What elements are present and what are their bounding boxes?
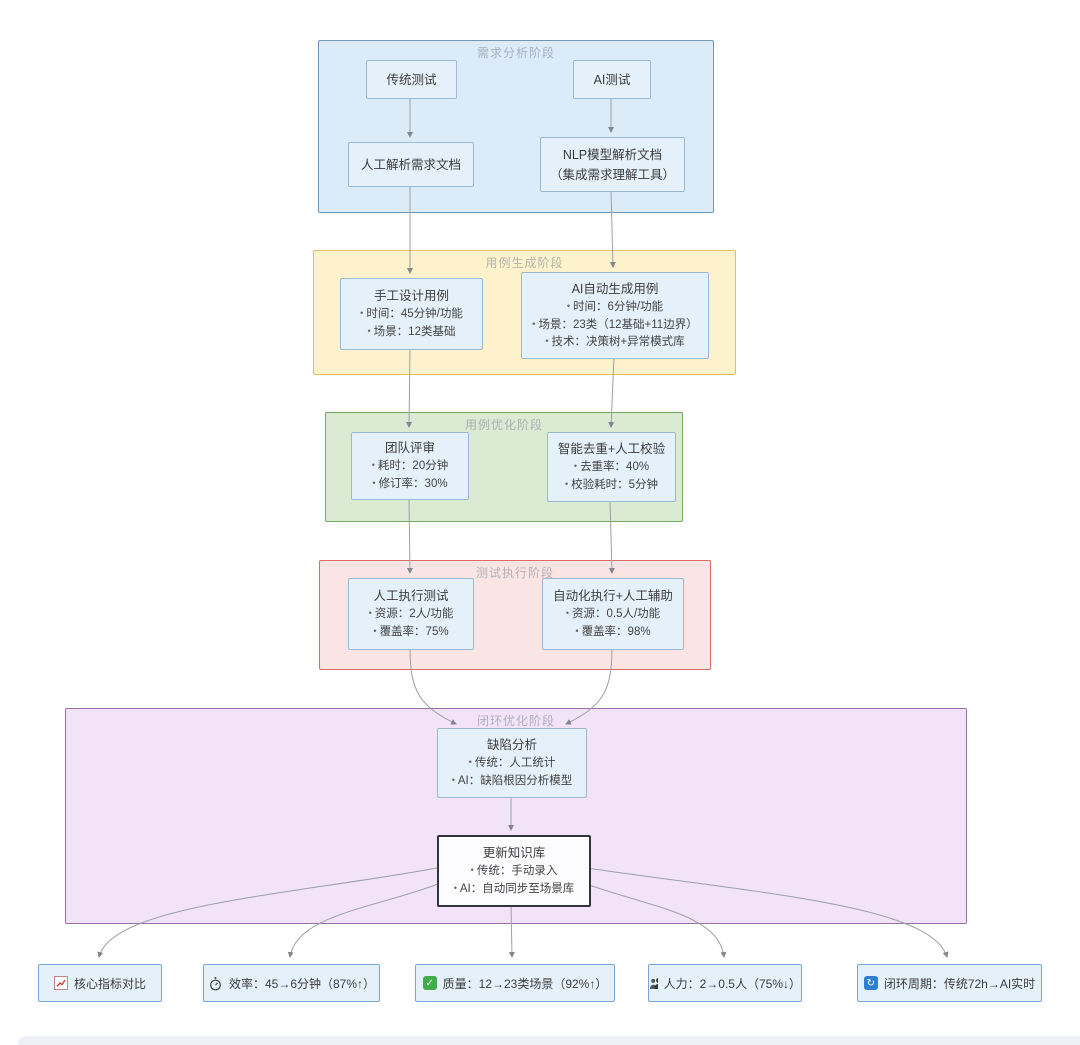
node-title: 自动化执行+人工辅助 <box>553 589 673 604</box>
node-bullet: 技术：决策树+异常模式库 <box>545 334 684 352</box>
node-title: AI自动生成用例 <box>571 281 659 296</box>
node-ai-test: AI测试 <box>573 60 651 99</box>
node-auto-exec: 自动化执行+人工辅助 资源：0.5人/功能 覆盖率：98% <box>542 578 684 650</box>
result-core-metrics: 核心指标对比 <box>38 964 162 1002</box>
node-bullet: 耗时：20分钟 <box>372 458 448 476</box>
node-title: 团队评审 <box>384 441 435 456</box>
node-bullet: 覆盖率：75% <box>373 624 449 642</box>
node-bullet: 校验耗时：5分钟 <box>565 477 658 495</box>
result-quality: ✓ 质量：12→23类场景（92%↑） <box>415 964 615 1002</box>
node-title: 更新知识库 <box>482 846 546 861</box>
node-bullet: 场景：23类（12基础+11边界） <box>532 317 697 335</box>
node-bullet: 覆盖率：98% <box>575 624 651 642</box>
node-ai-generate: AI自动生成用例 时间：6分钟/功能 场景：23类（12基础+11边界） 技术：… <box>521 272 709 359</box>
chart-icon <box>53 976 68 990</box>
node-team-review: 团队评审 耗时：20分钟 修订率：30% <box>351 432 469 500</box>
node-subtitle: （集成需求理解工具） <box>549 167 675 182</box>
node-traditional-test: 传统测试 <box>366 60 457 99</box>
result-efficiency: 效率：45→6分钟（87%↑） <box>203 964 380 1002</box>
result-label: 质量：12→23类场景（92%↑） <box>442 976 608 991</box>
node-title: NLP模型解析文档 <box>562 147 663 162</box>
stage-optimization-title: 用例优化阶段 <box>464 418 543 432</box>
node-nlp-parse: NLP模型解析文档 （集成需求理解工具） <box>540 137 685 192</box>
result-manpower: 人力：2→0.5人（75%↓） <box>648 964 802 1002</box>
result-cycle: ↻ 闭环周期：传统72h→AI实时 <box>857 964 1042 1002</box>
people-icon <box>650 977 658 989</box>
check-icon: ✓ <box>422 976 437 990</box>
node-bullet: 传统：人工统计 <box>469 755 556 773</box>
stage-closed-loop-title: 闭环优化阶段 <box>476 714 555 728</box>
node-bullet: 时间：45分钟/功能 <box>360 306 463 324</box>
node-manual-parse: 人工解析需求文档 <box>348 142 474 187</box>
node-bullet: 场景：12类基础 <box>368 324 456 342</box>
stage-execution-title: 测试执行阶段 <box>475 566 554 580</box>
stage-generation-title: 用例生成阶段 <box>485 256 564 270</box>
node-bullet: 传统：手动录入 <box>471 863 558 881</box>
node-bullet: 资源：0.5人/功能 <box>566 606 660 624</box>
node-bullet: 资源：2人/功能 <box>369 606 454 624</box>
node-bullet: 修订率：30% <box>372 476 448 494</box>
node-title: 缺陷分析 <box>486 738 537 753</box>
node-defect-analysis: 缺陷分析 传统：人工统计 AI：缺陷根因分析模型 <box>437 728 587 798</box>
node-update-knowledge-base: 更新知识库 传统：手动录入 AI：自动同步至场景库 <box>437 835 591 907</box>
stopwatch-icon <box>210 976 221 990</box>
stage-requirements-title: 需求分析阶段 <box>476 46 555 60</box>
result-label: 闭环周期：传统72h→AI实时 <box>883 976 1036 991</box>
node-title: AI测试 <box>593 72 631 87</box>
node-title: 人工解析需求文档 <box>360 157 461 172</box>
bottom-panel-edge <box>18 1036 1080 1045</box>
result-label: 人力：2→0.5人（75%↓） <box>663 976 801 991</box>
node-bullet: AI：自动同步至场景库 <box>454 881 574 899</box>
node-title: 智能去重+人工校验 <box>557 442 666 457</box>
node-bullet: 去重率：40% <box>574 459 649 477</box>
node-title: 传统测试 <box>386 72 437 87</box>
node-manual-exec: 人工执行测试 资源：2人/功能 覆盖率：75% <box>348 578 474 650</box>
node-title: 手工设计用例 <box>373 289 449 304</box>
node-smart-dedup: 智能去重+人工校验 去重率：40% 校验耗时：5分钟 <box>547 432 676 502</box>
node-bullet: AI：缺陷根因分析模型 <box>452 773 572 791</box>
result-label: 效率：45→6分钟（87%↑） <box>228 976 376 991</box>
cycle-icon: ↻ <box>863 976 878 990</box>
result-label: 核心指标对比 <box>73 976 146 991</box>
node-manual-design: 手工设计用例 时间：45分钟/功能 场景：12类基础 <box>340 278 483 350</box>
node-title: 人工执行测试 <box>373 589 449 604</box>
node-bullet: 时间：6分钟/功能 <box>567 299 663 317</box>
